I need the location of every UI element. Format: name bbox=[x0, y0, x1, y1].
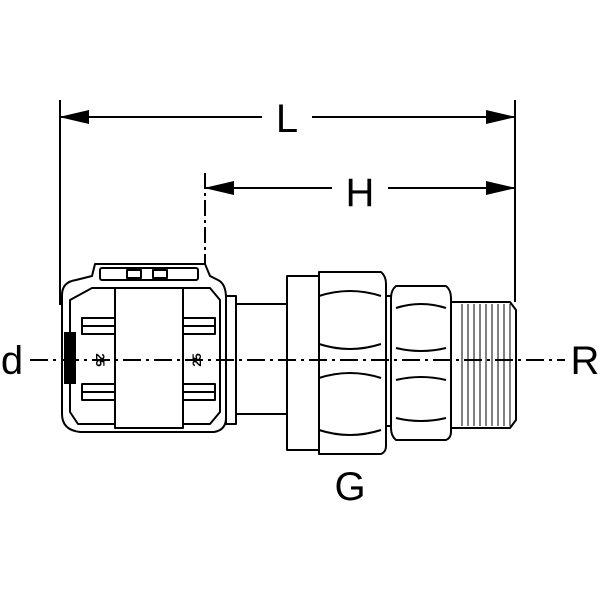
male-thread bbox=[450, 301, 517, 429]
dimension-label-g: G bbox=[334, 465, 365, 509]
dimension-l bbox=[59, 100, 516, 305]
dimension-label-l: L bbox=[276, 97, 298, 141]
hex-nipple bbox=[385, 285, 452, 441]
dimension-label-d: d bbox=[1, 339, 23, 383]
dimension-label-r: R bbox=[571, 339, 600, 383]
press-sleeve bbox=[61, 263, 227, 433]
dimension-label-h: H bbox=[346, 171, 375, 215]
union-nut bbox=[286, 271, 387, 455]
